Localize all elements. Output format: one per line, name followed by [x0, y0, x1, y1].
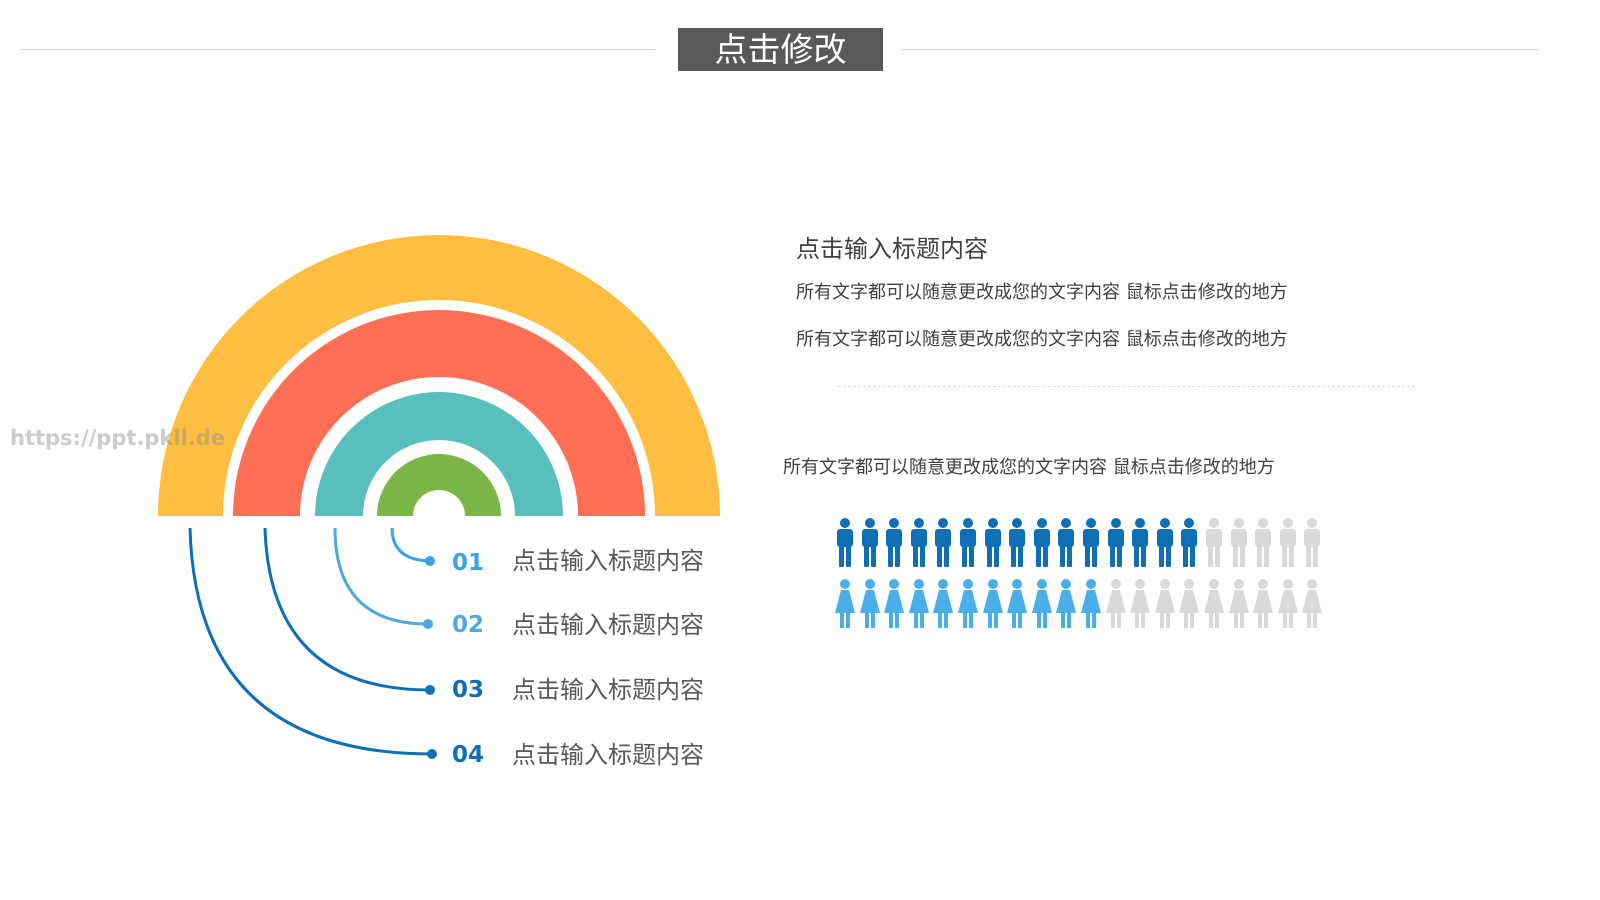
female-person-icon-8 [1007, 579, 1028, 628]
male-person-icon-19 [1279, 518, 1296, 567]
male-person-icon-2 [861, 518, 878, 567]
page-title[interactable]: 点击修改 [678, 28, 883, 71]
female-person-icon-15 [1179, 579, 1200, 628]
female-person-icon-9 [1031, 579, 1052, 628]
male-person-icon-7 [984, 518, 1001, 567]
rainbow-diagram [158, 235, 720, 759]
female-person-icon-13 [1130, 579, 1151, 628]
male-person-icon-17 [1230, 518, 1247, 567]
female-person-icon-18 [1253, 579, 1274, 628]
female-person-icon-7 [982, 579, 1003, 628]
male-person-icon-6 [960, 518, 976, 567]
panel-text-line-2[interactable]: 所有文字都可以随意更改成您的文字内容 鼠标点击修改的地方 [796, 329, 1288, 350]
male-person-icon-5 [935, 518, 952, 567]
male-person-icon-20 [1304, 518, 1321, 567]
male-person-icon-10 [1058, 518, 1075, 567]
female-person-icon-10 [1056, 579, 1077, 628]
male-person-icon-4 [910, 518, 927, 567]
male-person-icon-16 [1206, 518, 1222, 567]
header-rule-left [20, 49, 655, 50]
female-person-icon-1 [835, 579, 855, 628]
male-person-icon-12 [1107, 518, 1124, 567]
female-person-icon-19 [1277, 579, 1298, 628]
male-person-icon-3 [886, 518, 903, 567]
item-label-01[interactable]: 点击输入标题内容 [512, 547, 704, 575]
item-number-01: 01 [452, 550, 485, 576]
connector-line-04 [188, 527, 433, 756]
item-label-02[interactable]: 点击输入标题内容 [512, 611, 704, 639]
female-person-icon-3 [884, 579, 905, 628]
item-label-04[interactable]: 点击输入标题内容 [512, 741, 704, 769]
watermark: https://ppt.pkll.de [10, 426, 226, 450]
arc-green [377, 454, 501, 516]
panel-divider [838, 386, 1415, 387]
connector-dot-03 [425, 685, 435, 695]
item-number-02: 02 [452, 612, 485, 638]
female-person-icon-4 [908, 579, 929, 628]
item-number-04: 04 [452, 742, 485, 768]
connector-dot-01 [425, 556, 435, 566]
male-person-icon-18 [1255, 518, 1272, 567]
arc-teal [315, 392, 563, 516]
arc-red [233, 310, 645, 516]
arc-yellow [158, 235, 720, 516]
male-person-icon-15 [1181, 518, 1198, 567]
female-person-icon-2 [859, 579, 880, 628]
connector-line-02 [333, 527, 429, 626]
female-person-icon-5 [933, 579, 954, 628]
header-rule-right [902, 49, 1538, 50]
male-person-icon-9 [1033, 518, 1050, 567]
male-person-icon-1 [837, 518, 853, 567]
male-person-icon-13 [1132, 518, 1149, 567]
connector-line-03 [263, 527, 431, 692]
male-person-icon-8 [1009, 518, 1026, 567]
female-person-icon-12 [1105, 579, 1126, 628]
item-label-03[interactable]: 点击输入标题内容 [512, 676, 704, 704]
panel-heading[interactable]: 点击输入标题内容 [796, 235, 988, 263]
female-person-icon-14 [1154, 579, 1175, 628]
connector-line-01 [390, 527, 431, 563]
male-person-icon-14 [1156, 518, 1173, 567]
female-person-icon-6 [958, 579, 978, 628]
connector-dot-04 [427, 749, 437, 759]
male-person-icon-11 [1083, 518, 1099, 567]
female-person-icon-16 [1204, 579, 1224, 628]
item-number-03: 03 [452, 677, 485, 703]
female-person-icon-17 [1228, 579, 1249, 628]
female-pictograph-row [834, 579, 1324, 629]
male-pictograph-row [834, 518, 1324, 568]
pictograph-caption[interactable]: 所有文字都可以随意更改成您的文字内容 鼠标点击修改的地方 [783, 457, 1275, 478]
panel-text-line-1[interactable]: 所有文字都可以随意更改成您的文字内容 鼠标点击修改的地方 [796, 282, 1288, 303]
female-person-icon-20 [1302, 579, 1323, 628]
connector-dot-02 [423, 619, 433, 629]
female-person-icon-11 [1081, 579, 1101, 628]
